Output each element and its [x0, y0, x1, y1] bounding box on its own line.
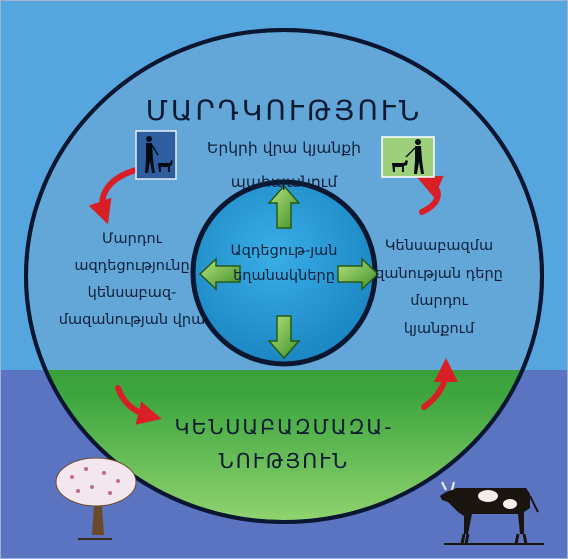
outer-title: ՄԱՐԴԿՈՒԹՅՈՒՆ: [0, 93, 568, 129]
cow-icon: [440, 482, 544, 544]
subtitle: Երկրի վրա կյանքի պահպանում: [164, 131, 404, 199]
center-label: Ազդեցութ-յան եղանակները: [222, 239, 346, 289]
bottom-title: ԿԵՆՍԱԲԱԶՄԱԶԱ-ՆՈՒԹՅՈՒՆ: [110, 410, 458, 478]
left-label: Մարդու ազդեցությունը կենսաբազ-մազանությա…: [58, 226, 206, 334]
right-label: Կենսաբազմա զանության դերը մարդու կյանքու…: [374, 233, 504, 343]
